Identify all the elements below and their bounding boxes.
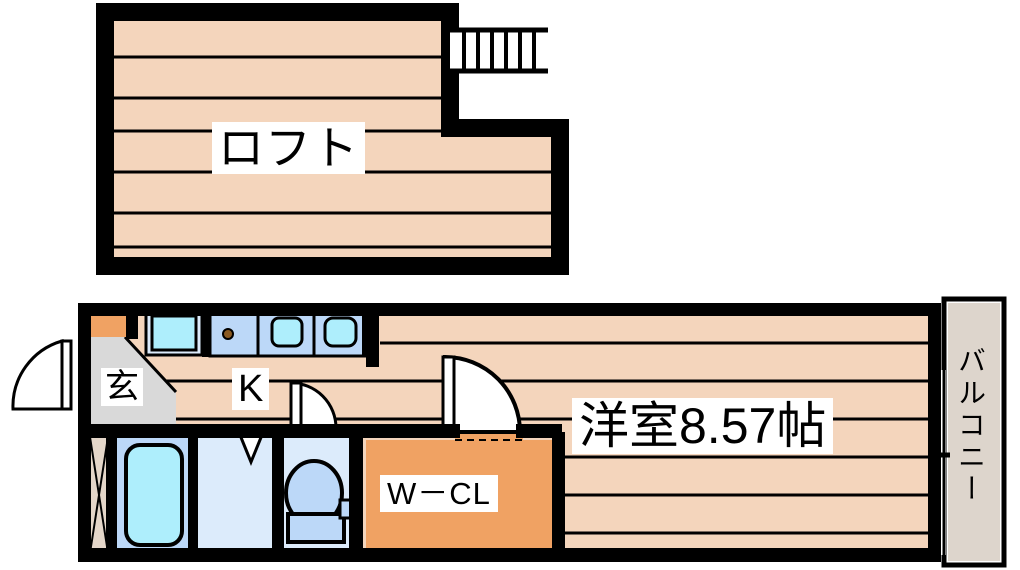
- loft-wall: [96, 3, 569, 275]
- stove-burner-icon: [222, 328, 234, 340]
- kitchen-area: [144, 308, 368, 358]
- wall-bath-right: [188, 432, 198, 556]
- room-label-loft: ロフト: [212, 122, 365, 174]
- wall-wcl-top: [516, 424, 562, 438]
- room-label-balcony: バルコニー: [955, 346, 986, 506]
- wall-entrance-inner: [126, 311, 138, 339]
- wall-kitchen-sep-a: [202, 307, 211, 357]
- wall-corridor-divider-2: [340, 424, 460, 438]
- wall-bottom: [78, 548, 940, 562]
- wall-room-divider: [366, 303, 379, 367]
- wall-wcl-right: [552, 432, 565, 558]
- wet-area: [88, 419, 354, 555]
- wall-toilet-right: [349, 432, 363, 556]
- entrance-tile-edge: [123, 335, 178, 394]
- bathtub-icon: [124, 443, 184, 547]
- wall-corridor-divider: [78, 424, 368, 438]
- kitchen-sink-basin-icon: [150, 314, 198, 352]
- wall-right: [928, 303, 941, 562]
- entrance-door-swing-icon: [11, 339, 64, 411]
- washroom-floor: [196, 435, 274, 555]
- room-label-main-room: 洋室8.57帖: [572, 398, 834, 454]
- kitchen-cabinet-b-icon: [323, 316, 358, 348]
- wall-wash-right: [272, 432, 284, 556]
- wall-entrance-top: [78, 303, 91, 341]
- wall-top: [78, 303, 940, 316]
- kitchen-cabinet-a-icon: [270, 316, 304, 348]
- corridor-door-panel: [289, 381, 303, 430]
- wall-entrance-bottom: [78, 409, 91, 438]
- room-label-kitchen: K: [232, 368, 270, 410]
- washer-space-hatch-icon: [89, 436, 109, 554]
- loft-ladder-icon: [450, 27, 548, 74]
- room-label-entrance: 玄: [101, 368, 143, 406]
- main-floor-plan: [11, 296, 1007, 568]
- main-walls: [78, 303, 941, 562]
- wall-bath-left: [106, 432, 117, 556]
- main-room-door-panel: [441, 355, 456, 434]
- balcony-floor: [948, 303, 1000, 561]
- toilet-tank-icon: [286, 512, 346, 544]
- room-label-walk-in-closet: W－CL: [380, 475, 498, 512]
